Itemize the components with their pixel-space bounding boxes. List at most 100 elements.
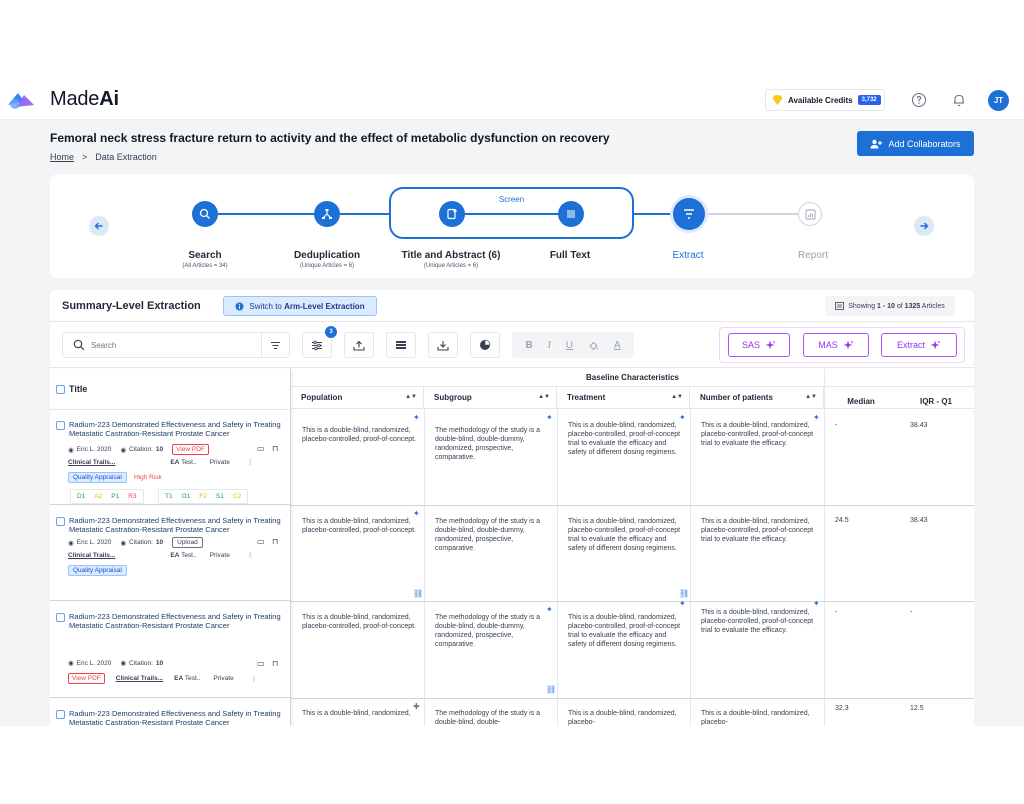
cell-number-of-patients[interactable]: This is a double-blind, randomized, plac… [701,609,814,634]
underline-button[interactable]: U [565,339,574,351]
fill-color-icon[interactable] [588,340,599,351]
privacy-dropdown[interactable]: Private [209,458,230,466]
column-header-treatment[interactable]: Treatment▲▼ [557,387,690,409]
view-pdf-button[interactable]: View PDF [172,444,209,455]
upload-button[interactable] [344,332,374,358]
rows-view-button[interactable] [386,332,416,358]
ea-tag[interactable]: EA Test.. [170,458,197,466]
text-color-button[interactable]: A [613,339,621,351]
comment-icon[interactable]: ▭ [257,537,265,546]
step-full-text[interactable] [558,201,584,227]
ai-extract-icon[interactable]: ✦ [546,605,553,614]
italic-button[interactable]: I [547,339,551,351]
sort-icon[interactable]: ▲▼ [405,394,417,400]
cell-treatment[interactable]: This is a double-blind, randomized, plac… [568,710,677,726]
cell-population[interactable]: This is a double-blind, randomized, plac… [302,614,417,630]
cell-subgroup[interactable]: The methodology of the study is a double… [435,427,541,461]
ai-extract-icon[interactable]: ✦ [413,413,420,422]
ai-extract-icon[interactable]: ✦ [413,509,420,518]
sort-button[interactable] [261,333,289,357]
comment-icon[interactable]: ▭ [257,444,265,453]
row-checkbox[interactable] [56,613,65,622]
cell-treatment[interactable]: This is a double-blind, randomized, plac… [568,518,681,552]
cell-number-of-patients[interactable]: This is a double-blind, randomized, plac… [701,422,814,447]
more-options-icon[interactable]: ⋮ [246,552,254,559]
select-all-checkbox[interactable] [56,384,65,394]
column-header-median[interactable]: Median [824,387,898,409]
sas-button[interactable]: SAS [728,333,790,357]
ai-extract-icon[interactable]: ✦ [813,413,820,422]
column-header-subgroup[interactable]: Subgroup▲▼ [424,387,557,409]
available-credits[interactable]: Available Credits 3,732 [765,89,885,111]
bookmark-icon[interactable]: ⊓ [272,659,279,668]
column-header-iqr-q1[interactable]: IQR - Q1 [898,387,974,409]
ai-extract-icon[interactable]: ✦ [813,599,820,608]
cell-subgroup[interactable]: The methodology of the study is a double… [435,710,541,726]
privacy-dropdown[interactable]: Private [209,551,230,559]
more-options-icon[interactable]: ⋮ [246,459,254,466]
ai-extract-icon[interactable]: ✦ [679,413,686,422]
quality-appraisal-badge[interactable]: Quality Appraisal [68,472,127,483]
clinical-trials-dropdown[interactable]: Clinical Trails... [68,551,116,559]
link-icon[interactable]: ⛓ [546,685,557,694]
cell-population[interactable]: This is a double-blind, randomized, plac… [302,518,417,534]
row-checkbox[interactable] [56,517,65,526]
help-button[interactable] [910,91,928,109]
pie-chart-button[interactable] [470,332,500,358]
quality-appraisal-badge[interactable]: Quality Appraisal [68,565,127,576]
cell-subgroup[interactable]: The methodology of the study is a double… [435,614,541,648]
article-title-link[interactable]: Radium-223 Demonstrated Effectiveness an… [69,516,281,534]
cell-iqr-q1[interactable]: - [910,609,913,616]
cell-median[interactable]: 24.5 [835,517,849,524]
mas-button[interactable]: MAS [803,333,869,357]
view-pdf-button[interactable]: View PDF [68,673,105,684]
breadcrumb-home-link[interactable]: Home [50,152,75,162]
app-logo-text[interactable]: MadeAi [50,88,119,110]
column-header-population[interactable]: Population▲▼ [291,387,424,409]
step-search[interactable] [192,201,218,227]
cell-population[interactable]: This is a double-blind, randomized, plac… [302,427,417,443]
sort-icon[interactable]: ▲▼ [805,394,817,400]
bold-button[interactable]: B [525,339,533,351]
more-options-icon[interactable]: ⋮ [250,675,258,683]
search-input[interactable] [91,340,251,350]
notifications-button[interactable] [950,91,968,109]
download-button[interactable] [428,332,458,358]
cell-treatment[interactable]: This is a double-blind, randomized, plac… [568,422,681,456]
upload-pdf-button[interactable]: Upload [172,537,203,548]
cell-number-of-patients[interactable]: This is a double-blind, randomized, plac… [701,710,810,726]
sort-icon[interactable]: ▲▼ [671,394,683,400]
step-title-abstract[interactable] [439,201,465,227]
cell-number-of-patients[interactable]: This is a double-blind, randomized, plac… [701,518,814,543]
user-avatar[interactable]: JT [988,90,1009,111]
bookmark-icon[interactable]: ⊓ [272,444,279,453]
step-extract[interactable] [673,198,705,230]
step-report[interactable] [798,202,822,226]
column-header-number-of-patients[interactable]: Number of patients▲▼ [690,387,824,409]
ai-extract-icon[interactable]: ✦ [546,413,553,422]
sort-icon[interactable]: ▲▼ [538,394,550,400]
link-icon[interactable]: ⛓ [413,589,424,598]
cell-median[interactable]: - [835,422,838,429]
cell-iqr-q1[interactable]: 38.43 [910,517,928,524]
ai-extract-icon[interactable]: ✦ [679,599,686,608]
bookmark-icon[interactable]: ⊓ [272,537,279,546]
link-icon[interactable]: ⛓ [679,589,690,598]
cell-iqr-q1[interactable]: 38.43 [910,422,928,429]
cell-subgroup[interactable]: The methodology of the study is a double… [435,518,541,552]
cell-median[interactable]: - [835,609,838,616]
row-checkbox[interactable] [56,710,65,719]
cell-treatment[interactable]: This is a double-blind, randomized, plac… [568,614,681,648]
row-checkbox[interactable] [56,421,65,430]
add-collaborators-button[interactable]: Add Collaborators [857,131,974,156]
ea-tag[interactable]: EA Test.. [170,551,197,559]
clinical-trials-dropdown[interactable]: Clinical Trails... [68,458,116,466]
cell-iqr-q1[interactable]: 12.5 [910,705,924,712]
article-title-link[interactable]: Radium-223 Demonstrated Effectiveness an… [69,420,281,438]
stepper-prev-button[interactable] [89,216,109,236]
article-title-link[interactable]: Radium-223 Demonstrated Effectiveness an… [69,612,281,630]
stepper-next-button[interactable] [914,216,934,236]
ea-tag[interactable]: EA Test.. [174,675,201,682]
cell-median[interactable]: 32.3 [835,705,849,712]
step-deduplication[interactable] [314,201,340,227]
